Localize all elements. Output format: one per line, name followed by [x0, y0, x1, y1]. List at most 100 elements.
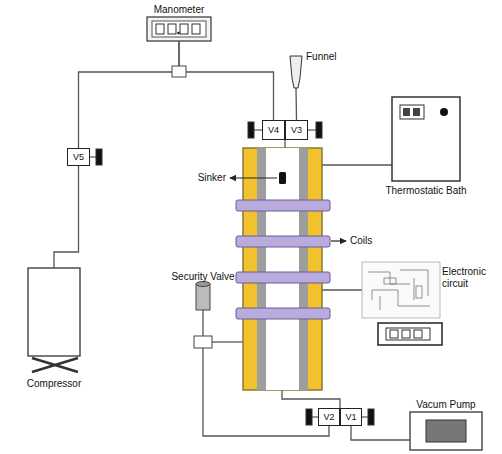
manometer-display — [177, 32, 179, 34]
component-label: Thermostatic Bath — [385, 185, 466, 197]
pipe-junction — [172, 66, 186, 77]
thermostatic-bath: Thermostatic Bath — [392, 97, 460, 181]
pipe-junction — [194, 336, 212, 348]
funnel: Funnel — [290, 56, 302, 88]
component-label: Electronic circuit — [442, 266, 496, 289]
valve-handles — [316, 122, 322, 138]
thermostatic-bath-body — [400, 105, 424, 119]
manometer-display — [147, 17, 211, 41]
pipe-connector — [351, 426, 410, 440]
pipes — [322, 289, 362, 290]
valve-handles — [254, 130, 262, 131]
valve: V2 — [318, 408, 340, 426]
component-label: Vacum Pump — [416, 399, 475, 411]
manometer: Manometer — [147, 17, 211, 41]
measuring-column — [257, 148, 266, 390]
sinker-body — [230, 177, 277, 178]
circuit-display — [414, 330, 422, 338]
compressor-body — [28, 268, 80, 356]
valve-handles — [248, 122, 254, 138]
valve: V1 — [340, 408, 362, 426]
pipes — [282, 390, 340, 408]
vacuum-pump-body — [410, 412, 482, 450]
valve-handles — [306, 409, 312, 425]
valve-handles — [96, 149, 102, 165]
valve: V3 — [285, 120, 308, 140]
measuring-column — [266, 148, 299, 390]
valve: V5 — [67, 148, 90, 166]
coil-bands — [236, 236, 330, 247]
compressor-body — [32, 358, 78, 372]
vacuum-pump-body — [426, 420, 466, 442]
component-label: Security Valve — [171, 271, 234, 283]
manometer-display — [192, 24, 200, 34]
coil-bands — [236, 200, 330, 211]
valve-handles — [90, 122, 374, 425]
measuring-column — [299, 148, 308, 390]
electronic-circuit: Electronic circuit — [362, 262, 440, 318]
coil-bands — [236, 308, 330, 319]
thermostatic-bath-body — [403, 108, 410, 116]
coil-leader — [331, 241, 346, 242]
pipes — [212, 341, 243, 342]
manometer-display — [147, 17, 211, 41]
pipe-connector — [203, 310, 329, 436]
valve-label: V3 — [291, 125, 302, 135]
coil-bands — [236, 200, 330, 319]
sinker-body — [279, 172, 286, 184]
circuit-board — [384, 278, 396, 284]
circuit-display — [402, 330, 410, 338]
thermostatic-bath-body — [413, 108, 420, 116]
valve-label: V1 — [345, 412, 356, 422]
compressor-body — [28, 268, 80, 372]
manometer-display — [156, 24, 164, 34]
thermostatic-bath-body — [392, 97, 460, 181]
compressor: Compressor — [28, 268, 80, 356]
pipe-junction — [172, 66, 212, 348]
coil-bands — [236, 272, 330, 283]
sinker-body — [230, 172, 286, 184]
funnel-shape — [290, 56, 302, 88]
circuit-board — [416, 286, 422, 298]
manometer-display — [168, 24, 176, 34]
measuring-column — [243, 148, 322, 390]
pipes — [322, 164, 392, 165]
pipe-connector — [295, 88, 297, 120]
component-label: Funnel — [306, 51, 337, 63]
part-label: Coils — [350, 235, 372, 247]
pipe-connector — [79, 41, 180, 148]
circuit-display — [390, 330, 398, 338]
circuit-display — [378, 323, 442, 345]
compressor-body — [32, 358, 78, 372]
funnel-shape — [290, 56, 302, 88]
part-label: Sinker — [198, 172, 226, 184]
circuit-board — [368, 270, 430, 310]
measuring-column — [243, 148, 322, 390]
valve-label: V2 — [323, 412, 334, 422]
security-valve: Security Valve — [196, 284, 210, 310]
component-label: Manometer — [154, 4, 205, 16]
thermostatic-bath-body — [392, 97, 460, 181]
security-valve-body — [196, 284, 210, 310]
thermostatic-bath-body — [440, 108, 448, 116]
pipe-connector — [179, 41, 274, 120]
valve-handles — [308, 130, 316, 131]
coil-leader — [331, 240, 346, 241]
vacuum-pump-body — [410, 412, 482, 450]
manometer-display — [152, 21, 206, 37]
valve-handles — [362, 417, 368, 418]
valve-handles — [90, 157, 96, 158]
vacuum-pump: Vacum Pump — [410, 412, 482, 450]
circuit-display — [386, 328, 430, 340]
pipe-connector — [54, 166, 79, 268]
valve-label: V4 — [268, 125, 279, 135]
circuit-board — [362, 262, 440, 318]
pipes — [284, 140, 285, 148]
manometer-display — [180, 24, 188, 34]
valve-handles — [368, 409, 374, 425]
component-label: Compressor — [27, 378, 81, 390]
circuit-board — [362, 262, 440, 318]
security-valve-body — [196, 282, 210, 287]
valve-label: V5 — [73, 152, 84, 162]
